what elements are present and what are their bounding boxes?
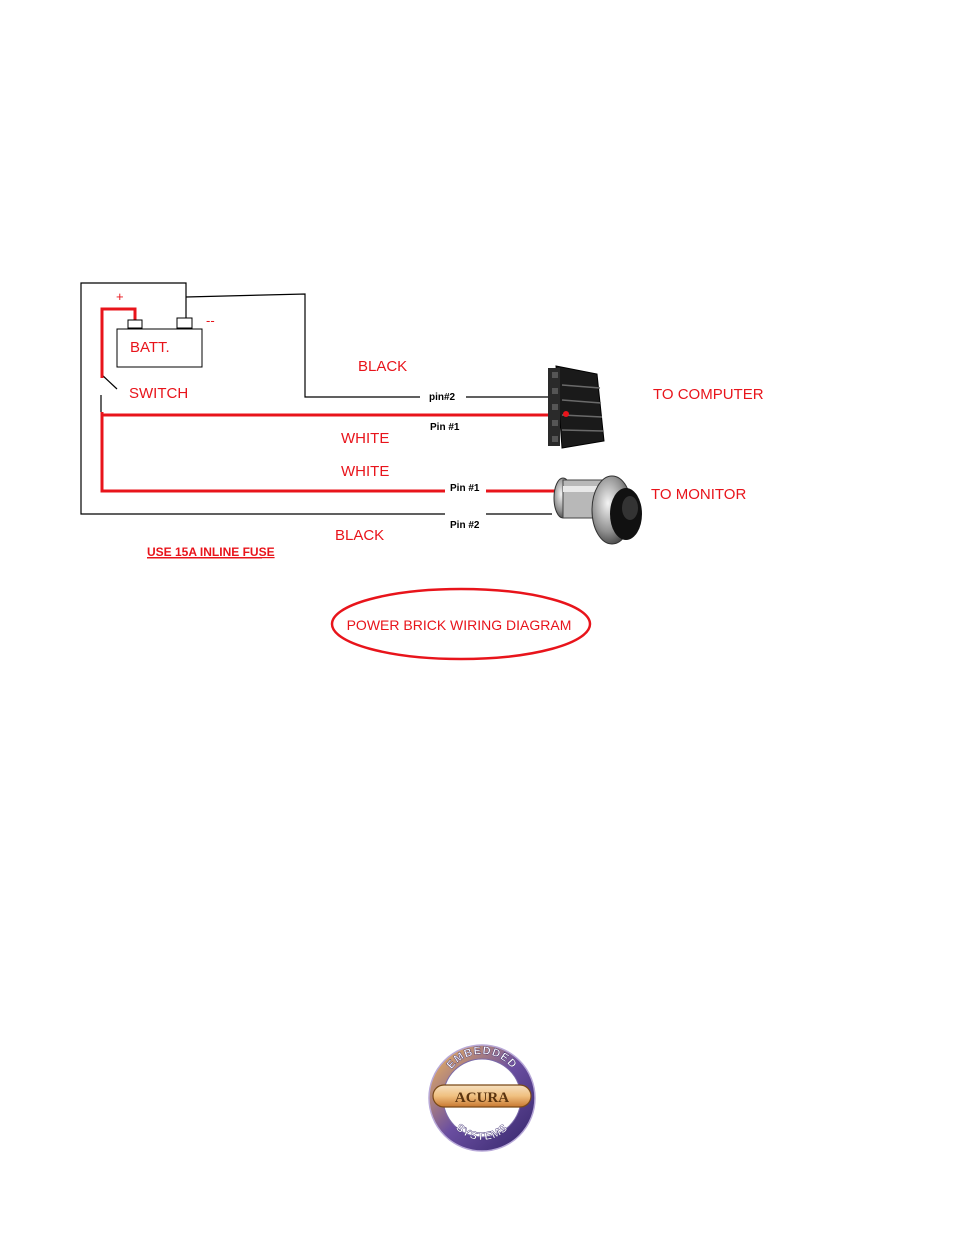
logo-center-text: ACURA: [455, 1090, 509, 1106]
battery-terminal-minus: [177, 318, 192, 328]
monitor-connector-icon: [554, 476, 642, 544]
battery-plus-label: +: [116, 289, 124, 304]
pin-label-computer-1: Pin #1: [430, 422, 460, 433]
wire-label-white-top: WHITE: [341, 430, 389, 447]
black-wire-computer: [186, 294, 420, 397]
pin-label-monitor-2: Pin #2: [450, 520, 480, 531]
wire-label-black-top: BLACK: [358, 358, 407, 375]
diagram-title: POWER BRICK WIRING DIAGRAM: [347, 617, 572, 633]
destination-monitor-label: TO MONITOR: [651, 486, 746, 503]
destination-computer-label: TO COMPUTER: [653, 386, 764, 403]
red-wire-monitor: [102, 412, 445, 491]
acura-embedded-systems-logo: EMBEDDED SYSTEMS ACURA: [429, 1045, 535, 1151]
switch-label: SWITCH: [129, 385, 188, 402]
battery-terminal-plus: [128, 320, 142, 328]
computer-connector-icon: [548, 366, 604, 448]
battery-minus-label: --: [206, 313, 215, 328]
fuse-note: USE 15A INLINE FUSE: [147, 545, 275, 559]
wire-label-white-bottom: WHITE: [341, 463, 389, 480]
battery: BATT. + --: [116, 289, 215, 367]
red-wire-computer: [102, 412, 566, 415]
battery-label: BATT.: [130, 339, 170, 356]
wire-label-black-bottom: BLACK: [335, 527, 384, 544]
pin-label-computer-2: pin#2: [429, 392, 456, 403]
pin-label-monitor-1: Pin #1: [450, 483, 480, 494]
